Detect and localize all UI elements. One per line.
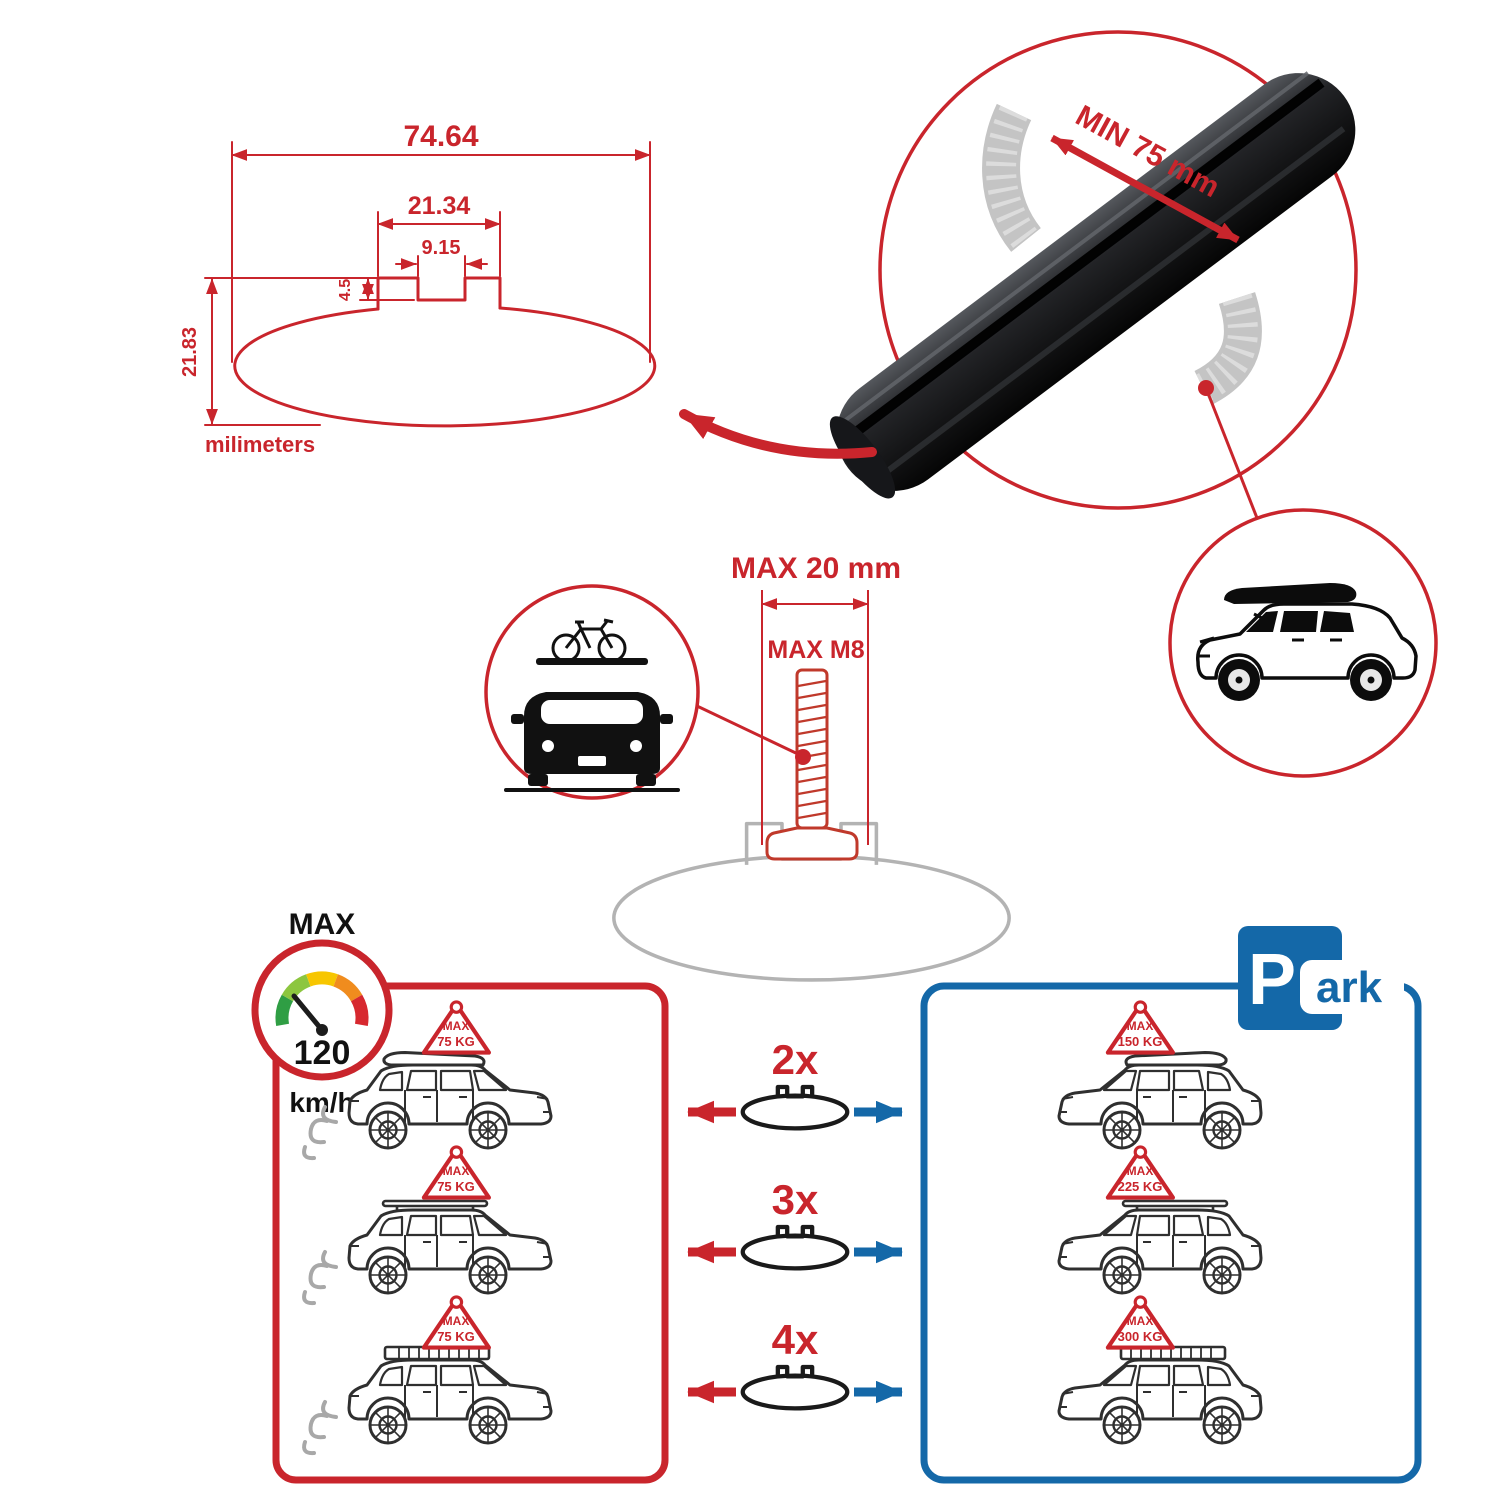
detail-circle-outline: [878, 30, 1358, 510]
car-headlight-left: [542, 740, 554, 752]
profile-icon-row3: [742, 1366, 848, 1409]
crossbar-highlight: [834, 71, 1310, 429]
tag-load-value: 75 KG: [437, 1179, 475, 1194]
dim-slot-outer-label: 21.34: [408, 192, 471, 220]
drive-car-row-1: MAX 75 KG: [302, 1002, 553, 1161]
roofbox-car-circle: [1168, 508, 1438, 778]
suv-windows: [1246, 611, 1354, 632]
tag-load-value: 300 KG: [1118, 1329, 1163, 1344]
profile-icon-row1: [742, 1086, 848, 1129]
car-mirror-left: [511, 714, 524, 724]
car-headlight-right: [630, 740, 642, 752]
park-car-row-3: MAX 300 KG: [1057, 1297, 1263, 1445]
multiplier-3x: 3x: [772, 1176, 819, 1223]
tag-load-value: 225 KG: [1118, 1179, 1163, 1194]
t-bolt: [765, 668, 859, 861]
dim-slot-inner: 9.15: [395, 237, 488, 277]
car-mirror-right: [660, 714, 673, 724]
dim-slot-inner-label: 9.15: [422, 237, 461, 259]
bolt-point-dot: [795, 749, 811, 765]
crossbar-channel: [838, 78, 1325, 447]
park-sign-initial: P: [1248, 940, 1296, 1020]
gauge-arc-green: [275, 994, 294, 1027]
dim-slot-outer: 21.34: [377, 192, 501, 277]
bike-frame: [564, 618, 614, 649]
circle-connector-line: [1204, 387, 1259, 519]
car-tire-right: [636, 774, 656, 786]
gauge-arc-orange: [333, 974, 363, 1002]
gauge-arc-lightgreen: [281, 974, 311, 1002]
pointer-arrow: [679, 409, 877, 459]
clamp-strap-left-ribs: [986, 105, 1039, 250]
multiplier-2x: 2x: [772, 1036, 819, 1083]
bolt-max-width-label: MAX 20 mm: [731, 552, 901, 585]
multiplier-4x: 4x: [772, 1316, 819, 1363]
tag-max-label: MAX: [1127, 1019, 1154, 1033]
tag-max-label: MAX: [1127, 1314, 1154, 1328]
profile-slot: [376, 276, 502, 311]
gauge-needle: [291, 993, 325, 1033]
tag-max-label: MAX: [1127, 1164, 1154, 1178]
dim-total-width-label: 74.64: [403, 120, 478, 153]
multiplier-column: 2x 3x 4x: [687, 1036, 903, 1409]
dim-total-width: 74.64: [231, 120, 651, 363]
tag-max-label: MAX: [443, 1164, 470, 1178]
car-tire-left: [528, 774, 548, 786]
drive-car-row-3: MAX 75 KG: [302, 1297, 553, 1456]
speed-value: 120: [294, 1034, 351, 1072]
car-plate: [578, 756, 606, 766]
min-span-arrow: [1050, 134, 1240, 244]
tag-max-label: MAX: [443, 1314, 470, 1328]
suv-body: [1196, 602, 1418, 680]
tag-load-value: 75 KG: [437, 1329, 475, 1344]
profile-ellipse: [233, 306, 657, 428]
profile-dimension-drawing: 74.64 21.34 9.15 4.5 21.83 milimeters: [179, 120, 657, 457]
bolt-pointer-line: [696, 704, 801, 757]
speedometer-title: MAX: [289, 908, 356, 941]
units-label: milimeters: [205, 432, 315, 457]
tag-load-value: 150 KG: [1118, 1034, 1163, 1049]
park-sign-rest: ark: [1316, 963, 1383, 1012]
clamp-strap-right-ribs: [1195, 293, 1258, 402]
speedometer: MAX 120 km/h: [251, 908, 393, 1118]
roof-box: [1224, 583, 1357, 604]
speedometer-dial: [251, 939, 393, 1081]
roof-bar: [536, 658, 648, 665]
gauge-arc-red: [350, 994, 369, 1027]
park-sign: P ark: [1238, 926, 1404, 1030]
tag-max-label: MAX: [443, 1019, 470, 1033]
dim-total-height-label: 21.83: [179, 327, 201, 377]
dim-lip-depth: 4.5: [337, 277, 415, 301]
gauge-pivot: [316, 1024, 328, 1036]
car-windshield: [541, 700, 643, 724]
gauge-arc-yellow: [306, 971, 338, 987]
park-car-row-2: MAX 225 KG: [1057, 1147, 1263, 1295]
suv-wheel-rear-hub: [1367, 676, 1375, 684]
park-car-row-1: MAX 150 KG: [1057, 1002, 1263, 1150]
suv-wheel-front-hub: [1235, 676, 1243, 684]
profile-icon-row2: [742, 1226, 848, 1269]
park-sign-tab: [1300, 960, 1404, 1014]
bike-car-circle: [484, 584, 700, 800]
dim-total-height: 21.83: [179, 277, 361, 426]
crossbar-lower-edge: [877, 126, 1346, 480]
dim-lip-depth-label: 4.5: [337, 279, 354, 301]
crossbar-detail-circle: MIN 75 mm: [829, 30, 1358, 519]
bolt-extension-lines: [761, 590, 869, 845]
tag-load-value: 75 KG: [437, 1034, 475, 1049]
bolt-dimension-diagram: MAX 20 mm MAX M8: [484, 552, 1011, 982]
drive-car-row-2: MAX 75 KG: [302, 1147, 553, 1306]
suv-details: [1198, 612, 1342, 658]
bolt-thread-label: MAX M8: [767, 636, 864, 664]
